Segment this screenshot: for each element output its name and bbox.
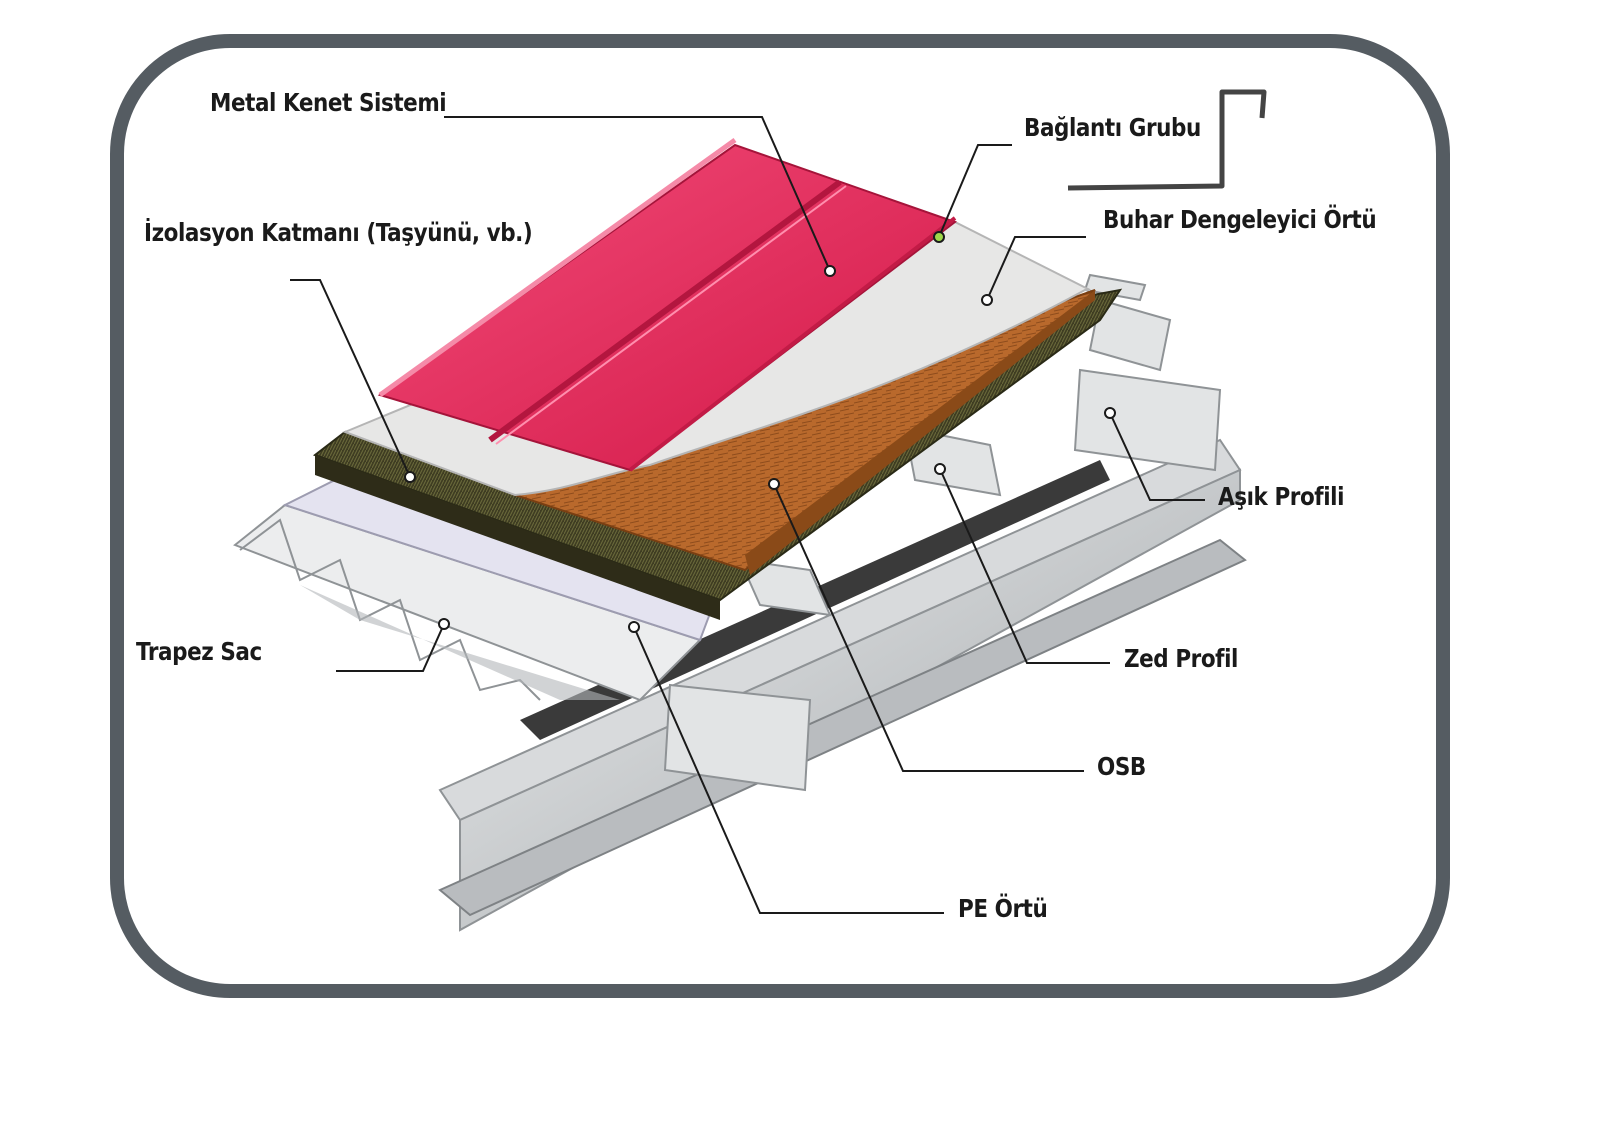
purlin-profiles [663,273,1222,792]
label-baglanti-grubu: Bağlantı Grubu [1024,113,1201,142]
leader-lines [290,116,1205,914]
connection-clip-icon [1067,89,1267,191]
label-pe-ortu: PE Örtü [958,894,1048,923]
label-asik-profili: Aşık Profili [1218,482,1345,511]
label-zed-profil: Zed Profil [1124,644,1238,673]
label-izolasyon-katmani: İzolasyon Katmanı (Taşyünü, vb.) [144,218,533,247]
label-osb: OSB [1097,752,1146,781]
label-metal-kenet-sistemi: Metal Kenet Sistemi [210,88,447,117]
label-trapez-sac: Trapez Sac [136,637,262,666]
label-buhar-dengeleyici-ortu: Buhar Dengeleyici Örtü [1103,205,1377,234]
